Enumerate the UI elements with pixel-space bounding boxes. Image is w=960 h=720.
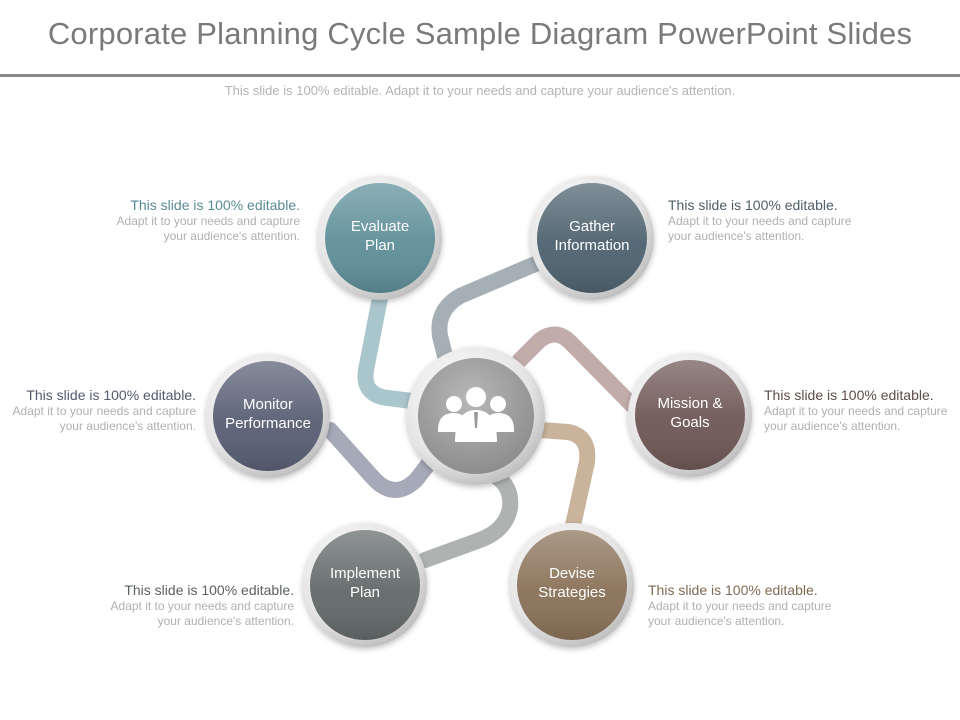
node-label-line: Performance bbox=[225, 415, 311, 432]
node-gloss bbox=[635, 360, 745, 470]
callout-mission: This slide is 100% editable.Adapt it to … bbox=[764, 386, 960, 434]
node-label-line: Monitor bbox=[242, 396, 294, 413]
callout-heading: This slide is 100% editable. bbox=[764, 387, 934, 403]
callout-heading: This slide is 100% editable. bbox=[668, 197, 838, 213]
node-label-line: Strategies bbox=[538, 584, 606, 601]
callout-heading: This slide is 100% editable. bbox=[124, 582, 294, 598]
connector-mission bbox=[512, 326, 640, 413]
title-divider bbox=[0, 74, 960, 77]
node-gloss bbox=[537, 183, 647, 293]
callout-body-line: Adapt it to your needs and capture bbox=[110, 599, 294, 613]
connector-devise bbox=[532, 422, 596, 538]
callout-devise: This slide is 100% editable.Adapt it to … bbox=[648, 581, 848, 629]
node-mission bbox=[628, 353, 752, 477]
callout-body-line: Adapt it to your needs and capture bbox=[116, 214, 300, 228]
node-label-line: Goals bbox=[670, 414, 710, 431]
connector-implement bbox=[417, 470, 519, 568]
callout-body-line: your audience's attention. bbox=[163, 229, 300, 243]
node-evaluate bbox=[318, 176, 442, 300]
callout-body-line: your audience's attention. bbox=[157, 614, 294, 628]
node-label-line: Plan bbox=[349, 584, 381, 601]
node-devise bbox=[510, 523, 634, 647]
node-gloss bbox=[213, 361, 323, 471]
node-label-mission: Mission & Goals bbox=[635, 394, 745, 432]
connector-monitor bbox=[322, 422, 438, 498]
callout-evaluate: This slide is 100% editable.Adapt it to … bbox=[100, 196, 300, 244]
node-label-line: Plan bbox=[364, 237, 396, 254]
node-label-line: Implement bbox=[329, 565, 401, 582]
node-monitor bbox=[206, 354, 330, 478]
callout-body-line: Adapt it to your needs and capture bbox=[12, 404, 196, 418]
callout-body-line: your audience's attention. bbox=[648, 614, 785, 628]
node-label-line: Devise bbox=[549, 565, 595, 582]
node-gather bbox=[530, 176, 654, 300]
node-label-line: Gather bbox=[569, 218, 615, 235]
connector-gather bbox=[431, 254, 548, 368]
callout-heading: This slide is 100% editable. bbox=[130, 197, 300, 213]
callout-gather: This slide is 100% editable.Adapt it to … bbox=[668, 196, 868, 244]
node-gloss bbox=[325, 183, 435, 293]
connector-evaluate bbox=[357, 290, 428, 410]
callout-heading: This slide is 100% editable. bbox=[26, 387, 196, 403]
callout-heading: This slide is 100% editable. bbox=[648, 582, 818, 598]
callout-body-line: your audience's attention. bbox=[764, 419, 901, 433]
node-gloss bbox=[517, 530, 627, 640]
node-implement bbox=[303, 523, 427, 647]
callout-body-line: your audience's attention. bbox=[668, 229, 805, 243]
callout-body-line: your audience's attention. bbox=[59, 419, 196, 433]
people-group-icon bbox=[438, 387, 514, 442]
node-label-line: Evaluate bbox=[350, 218, 410, 235]
slide-subtitle: This slide is 100% editable. Adapt it to… bbox=[224, 83, 736, 98]
callout-monitor: This slide is 100% editable.Adapt it to … bbox=[0, 386, 196, 434]
node-gloss bbox=[310, 530, 420, 640]
callout-implement: This slide is 100% editable.Adapt it to … bbox=[94, 581, 294, 629]
node-label-line: Mission & bbox=[657, 395, 723, 412]
node-label-line: Information bbox=[554, 237, 630, 254]
callout-body-line: Adapt it to your needs and capture bbox=[668, 214, 852, 228]
connector-group bbox=[322, 254, 640, 568]
slide-title: Corporate Planning Cycle Sample Diagram … bbox=[47, 16, 913, 51]
callout-body-line: Adapt it to your needs and capture bbox=[648, 599, 832, 613]
callout-body-line: Adapt it to your needs and capture bbox=[764, 404, 948, 418]
